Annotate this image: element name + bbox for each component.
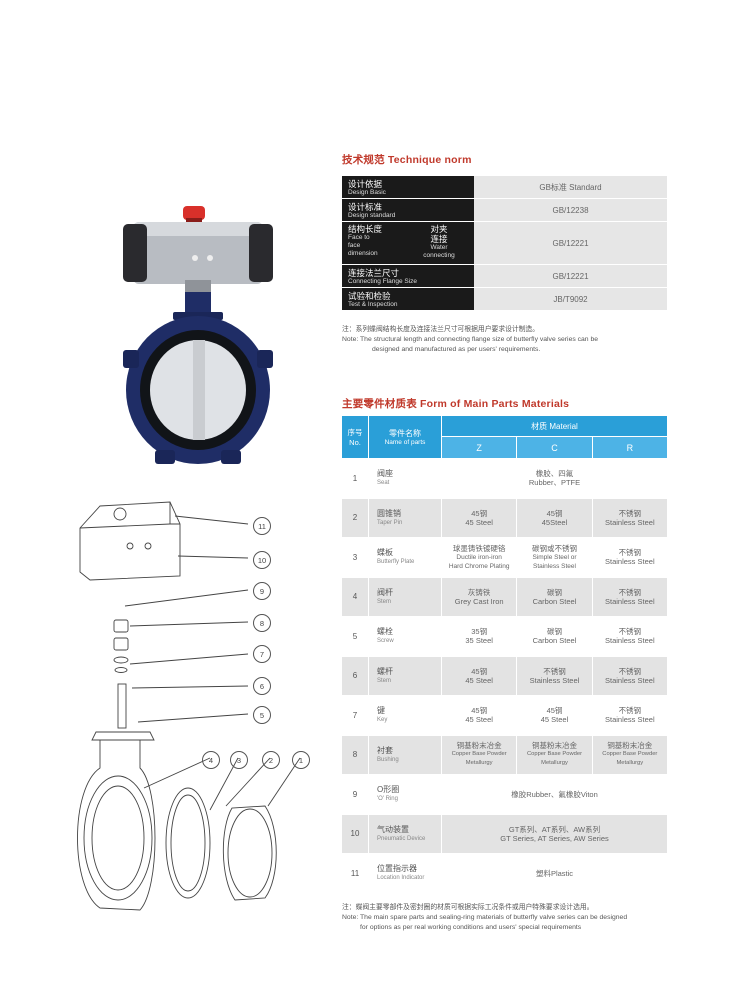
tech-label: 试验和检验 Test & Inspection <box>342 288 474 310</box>
tech-row: 结构长度 Face to face dimension 对夹 连接 Water … <box>342 222 667 264</box>
callout-2: 2 <box>262 751 280 769</box>
tech-row: 设计标准 Design standard GB/12238 <box>342 199 667 221</box>
callout-5: 5 <box>253 706 271 724</box>
callout-1: 1 <box>292 751 310 769</box>
callout-6: 6 <box>253 677 271 695</box>
header-col-z: Z <box>442 437 517 458</box>
header-material: 材质 Material Z C R <box>442 416 667 458</box>
header-col-r: R <box>592 437 667 458</box>
materials-header: 序号 No. 零件名称 Name of parts 材质 Material Z … <box>342 416 667 458</box>
tech-row: 设计依据 Design Basic GB标准 Standard <box>342 176 667 198</box>
header-no: 序号 No. <box>342 416 368 458</box>
callout-4: 4 <box>202 751 220 769</box>
materials-title: 主要零件材质表 Form of Main Parts Materials <box>342 398 570 410</box>
technique-title: 技术规范 Technique norm <box>342 154 472 166</box>
technique-note: 注：系列蝶阀结构长度及连接法兰尺寸可根据用户要求设计制造。 Note: The … <box>342 326 599 353</box>
technique-table: 设计依据 Design Basic GB标准 Standard 设计标准 Des… <box>342 176 667 311</box>
tech-value: GB/12238 <box>474 199 667 221</box>
tech-label: 结构长度 Face to face dimension 对夹 连接 Water … <box>342 222 474 264</box>
header-col-c: C <box>517 437 592 458</box>
tech-row: 连接法兰尺寸 Connecting Flange Size GB/12221 <box>342 265 667 287</box>
tech-value: GB/12221 <box>474 265 667 287</box>
table-row: 9 O形圈'O' Ring 橡胶Rubber、氟橡胶Viton <box>342 775 667 814</box>
materials-table: 序号 No. 零件名称 Name of parts 材质 Material Z … <box>342 416 667 893</box>
callout-8: 8 <box>253 614 271 632</box>
tech-value: GB/12221 <box>474 222 667 264</box>
tech-value: GB标准 Standard <box>474 176 667 198</box>
valve-photo <box>123 206 273 464</box>
tech-label: 设计标准 Design standard <box>342 199 474 221</box>
exploded-diagram <box>77 501 301 911</box>
tech-row: 试验和检验 Test & Inspection JB/T9092 <box>342 288 667 310</box>
callout-9: 9 <box>253 582 271 600</box>
callout-10: 10 <box>253 551 271 569</box>
tech-value: JB/T9092 <box>474 288 667 310</box>
tech-label: 连接法兰尺寸 Connecting Flange Size <box>342 265 474 287</box>
callout-3: 3 <box>230 751 248 769</box>
materials-note: 注：蝶阀主要零部件及密封圈的材质可根据实际工况条件或用户特殊要求设计选用。 No… <box>342 904 628 931</box>
callout-7: 7 <box>253 645 271 663</box>
tech-label: 设计依据 Design Basic <box>342 176 474 198</box>
header-name: 零件名称 Name of parts <box>369 416 441 458</box>
callout-11: 11 <box>253 517 271 535</box>
